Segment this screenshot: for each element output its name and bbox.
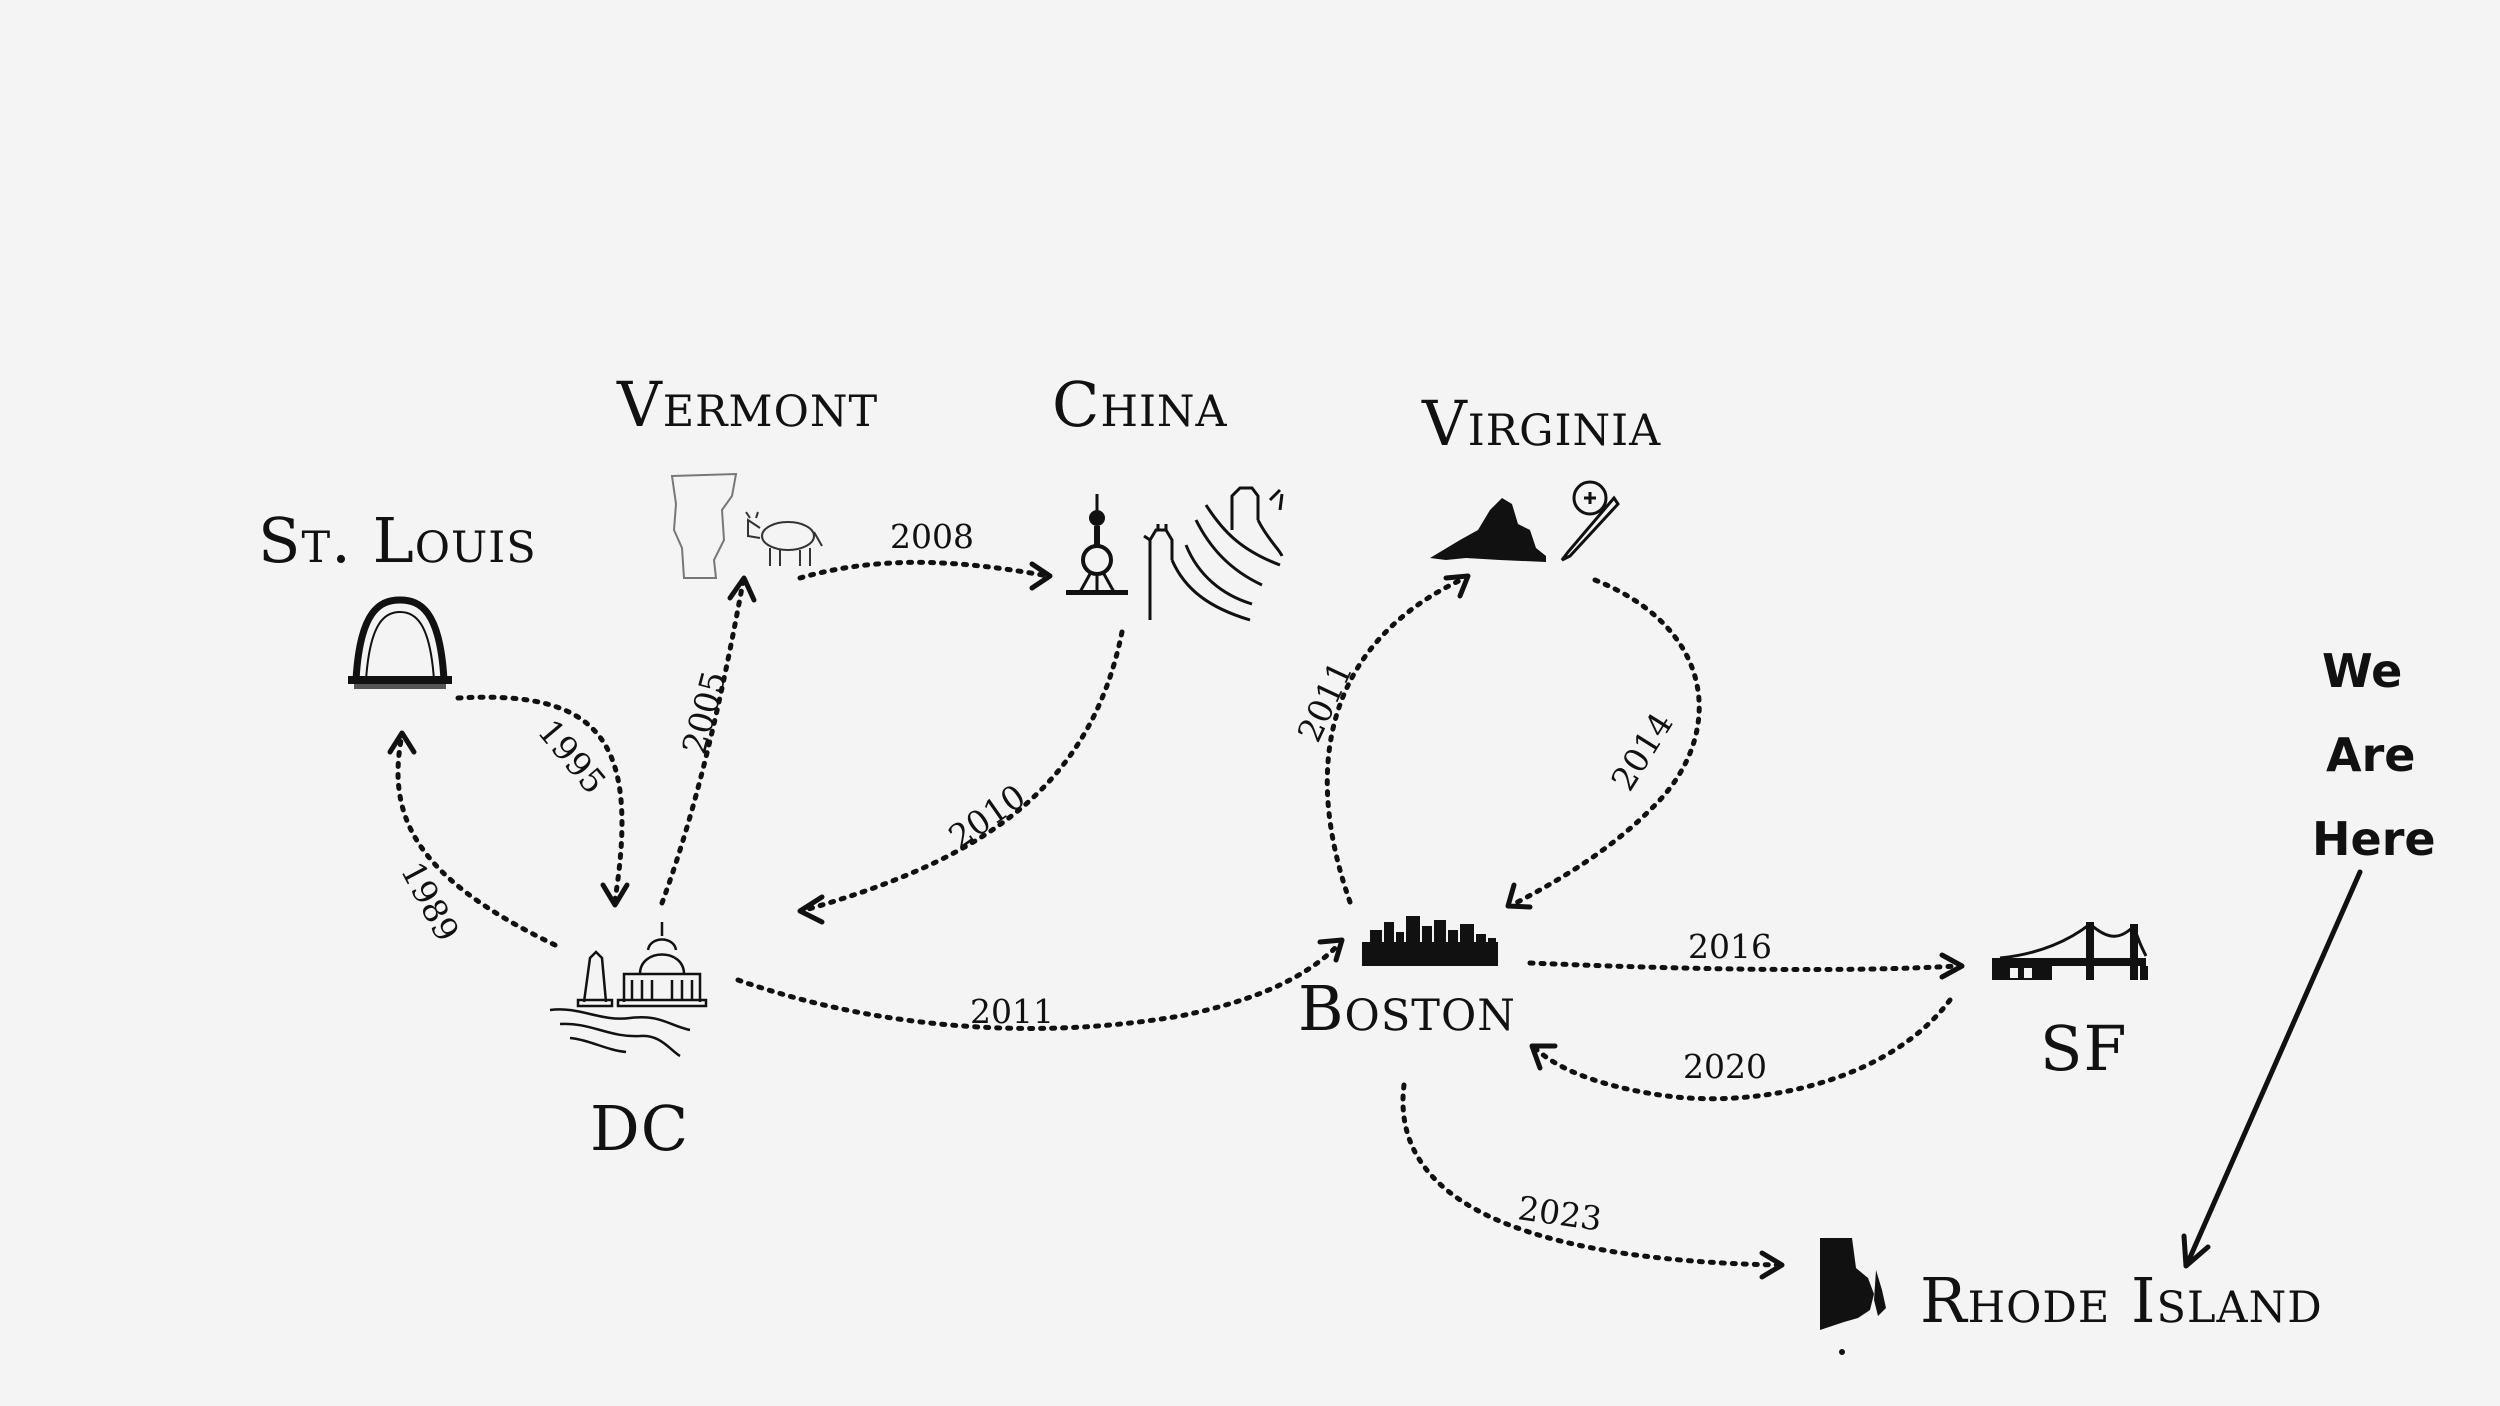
virginia-silhouette-icon xyxy=(1430,498,1546,562)
note-we: We xyxy=(2322,644,2403,698)
note-here: Here xyxy=(2312,812,2436,866)
arrowhead-st-louis xyxy=(387,730,417,755)
boston-skyline-icon xyxy=(1362,916,1498,966)
label-sf: SF xyxy=(2040,1012,2128,1085)
rhode-island-silhouette-icon xyxy=(1820,1238,1886,1355)
capitol-monument-icon xyxy=(549,922,708,1058)
cow-icon xyxy=(745,511,823,566)
route-china-to-dc xyxy=(802,629,1125,913)
great-wall-icon xyxy=(1143,486,1284,622)
arrowhead-dc-1 xyxy=(600,882,630,908)
arrowhead-china xyxy=(1029,561,1053,591)
arrowhead-vermont xyxy=(727,575,757,603)
label-rhode-island: Rhode Island xyxy=(1920,1264,2323,1337)
arrowhead-virginia xyxy=(1443,573,1471,599)
route-boston-to-virginia xyxy=(1324,575,1468,905)
route-dc-to-boston xyxy=(735,940,1343,1031)
route-vermont-to-china xyxy=(797,559,1051,581)
route-dc-to-vermont xyxy=(659,579,746,906)
arrowhead-boston-2 xyxy=(1505,882,1533,910)
year-vermont-to-china: 2008 xyxy=(890,517,974,556)
route-st-louis-to-dc xyxy=(455,694,625,903)
golden-gate-bridge-icon xyxy=(1992,922,2148,980)
medical-scalpel-icon xyxy=(1560,480,1620,562)
arrowhead-sf xyxy=(1939,952,1965,980)
arrowhead-boston-1 xyxy=(1317,937,1345,963)
pearl-tower-icon xyxy=(1066,494,1128,595)
arrowhead-dc-2 xyxy=(797,894,825,925)
label-st-louis: St. Louis xyxy=(258,504,537,577)
label-virginia: Virginia xyxy=(1422,387,1662,460)
route-dc-to-st-louis xyxy=(395,732,558,948)
vermont-outline-icon xyxy=(670,472,738,579)
route-sf-to-boston xyxy=(1534,997,1953,1102)
note-are: Are xyxy=(2326,728,2416,782)
arrowhead-boston-3 xyxy=(1529,1043,1558,1071)
year-dc-to-boston: 2011 xyxy=(970,992,1054,1031)
year-sf-to-boston: 2020 xyxy=(1683,1047,1767,1086)
route-boston-to-sf xyxy=(1527,960,1961,973)
label-vermont: Vermont xyxy=(617,368,879,441)
label-boston: Boston xyxy=(1298,972,1516,1045)
label-china: China xyxy=(1052,368,1228,441)
gateway-arch-icon xyxy=(348,596,452,689)
arrowhead-rhode-island xyxy=(1759,1250,1785,1280)
route-virginia-to-boston xyxy=(1509,577,1702,908)
year-boston-to-sf: 2016 xyxy=(1688,927,1772,966)
we-are-here-arrowhead xyxy=(2181,1233,2211,1269)
label-dc: DC xyxy=(590,1092,690,1165)
we-are-here-pointer xyxy=(2185,869,2363,1265)
route-boston-to-rhode-island xyxy=(1400,1082,1781,1268)
